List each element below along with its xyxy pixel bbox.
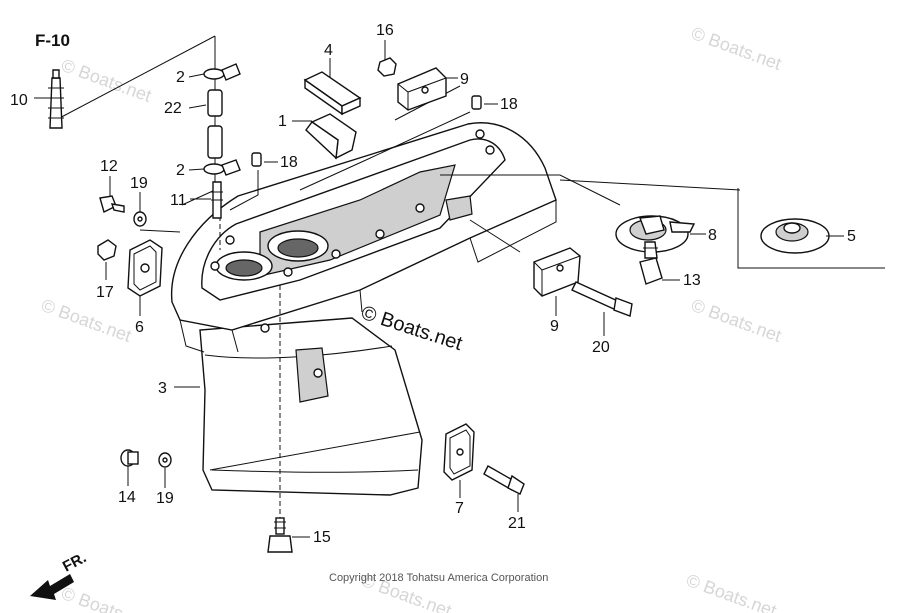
callout-6: 6: [135, 319, 144, 336]
callout-2: 2: [176, 69, 185, 86]
bolt-part: [99, 195, 125, 214]
watermark: © Boats.net: [39, 295, 134, 346]
bottom-bolt-part: [267, 517, 293, 553]
anode-block-top: [377, 57, 447, 111]
watermark: © Boats.net: [59, 55, 154, 106]
watermark: © Boats.net: [59, 583, 154, 613]
cover-bolt-part: [483, 465, 525, 495]
watermark: © Boats.net: [684, 570, 779, 613]
callout-8: 8: [708, 227, 717, 244]
watermark: © Boats.net: [689, 23, 784, 74]
callout-18: 18: [280, 154, 298, 171]
callout-12: 12: [100, 158, 118, 175]
pin-part: [251, 95, 482, 167]
watermark: © Boats.net: [689, 295, 784, 346]
long-bolt-part: [571, 281, 633, 317]
callout-1: 1: [278, 113, 287, 130]
callout-4: 4: [324, 42, 333, 59]
nut-part: [97, 239, 117, 261]
callout-9: 9: [550, 318, 559, 335]
drain-plug-part: [120, 449, 139, 467]
callout-9: 9: [460, 71, 469, 88]
callout-10: 10: [10, 92, 28, 109]
callout-19: 19: [130, 175, 148, 192]
callout-17: 17: [96, 284, 114, 301]
fitting-part: [211, 181, 223, 219]
figure-reference-label: F-10: [35, 31, 70, 50]
callout-16: 16: [376, 22, 394, 39]
trim-tab-anode-part: [615, 215, 696, 285]
callout-3: 3: [158, 380, 167, 397]
washer-part: [133, 211, 172, 468]
callout-21: 21: [508, 515, 526, 532]
hose-nipple-part: [48, 69, 64, 129]
front-direction-arrow-icon: [30, 574, 74, 600]
callout-11: 11: [170, 192, 187, 209]
callout-2: 2: [176, 162, 185, 179]
copyright-notice: Copyright 2018 Tohatsu America Corporati…: [329, 572, 548, 584]
anode-block-lower: [533, 247, 581, 297]
hose-part: [207, 89, 223, 159]
callout-14: 14: [118, 489, 136, 506]
cover-plate-part: [127, 239, 163, 297]
pad-part: [303, 71, 362, 160]
callout-5: 5: [847, 228, 856, 245]
callout-22: 22: [164, 100, 182, 117]
callout-19: 19: [156, 490, 174, 507]
callout-7: 7: [455, 500, 464, 517]
callout-13: 13: [683, 272, 701, 289]
callout-18: 18: [500, 96, 518, 113]
front-direction-label: FR.: [60, 549, 89, 575]
callout-20: 20: [592, 339, 610, 356]
callout-15: 15: [313, 529, 331, 546]
side-cover-part: [443, 423, 475, 481]
trim-tab-part: [760, 218, 830, 254]
leader-lines: [34, 40, 844, 538]
